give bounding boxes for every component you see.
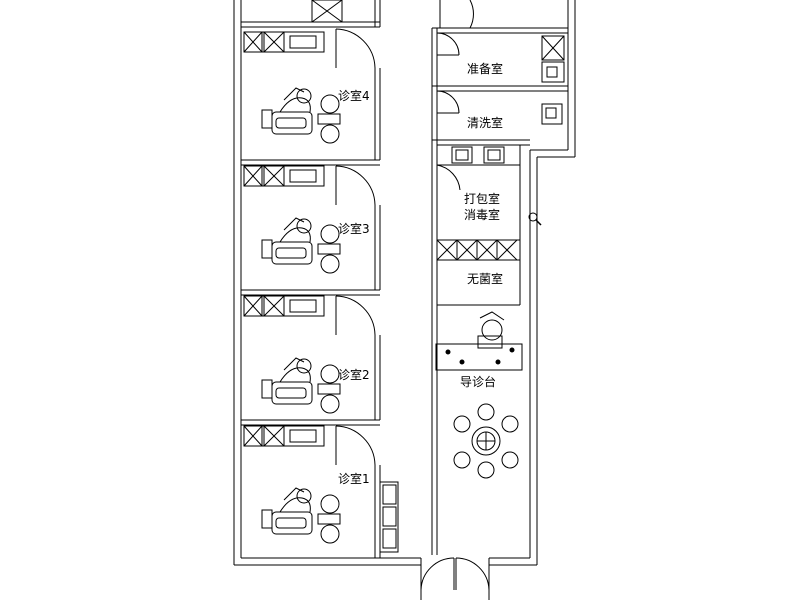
label-exam-room-3: 诊室3 (338, 222, 370, 236)
label-pack-room: 打包室 (464, 192, 501, 206)
dental-chair-icon (261, 487, 341, 544)
exam-doors (335, 28, 376, 466)
dental-chair-icon (261, 217, 341, 274)
label-prep-room: 准备室 (467, 62, 504, 76)
entrance-doors (420, 557, 490, 591)
round-table (453, 403, 519, 479)
outer-walls (233, 0, 576, 600)
zoom-magnifier-icon (528, 212, 542, 226)
label-exam-room-1: 诊室1 (338, 472, 370, 486)
dental-chair-icon (261, 87, 341, 144)
reception-desk (435, 311, 523, 371)
label-reception: 导诊台 (460, 375, 497, 389)
waiting-seats (379, 481, 399, 553)
service-rooms (431, 0, 568, 555)
top-room-cabinet (311, 0, 343, 23)
label-disinfect-room: 消毒室 (464, 208, 501, 222)
label-exam-room-2: 诊室2 (338, 368, 370, 382)
exam-partitions (241, 0, 381, 558)
dental-chair-icon (261, 357, 341, 414)
label-wash-room: 清洗室 (467, 116, 504, 130)
label-exam-room-4: 诊室4 (338, 89, 370, 103)
exam-cabinets (243, 31, 325, 447)
label-sterile-room: 无菌室 (467, 272, 504, 286)
